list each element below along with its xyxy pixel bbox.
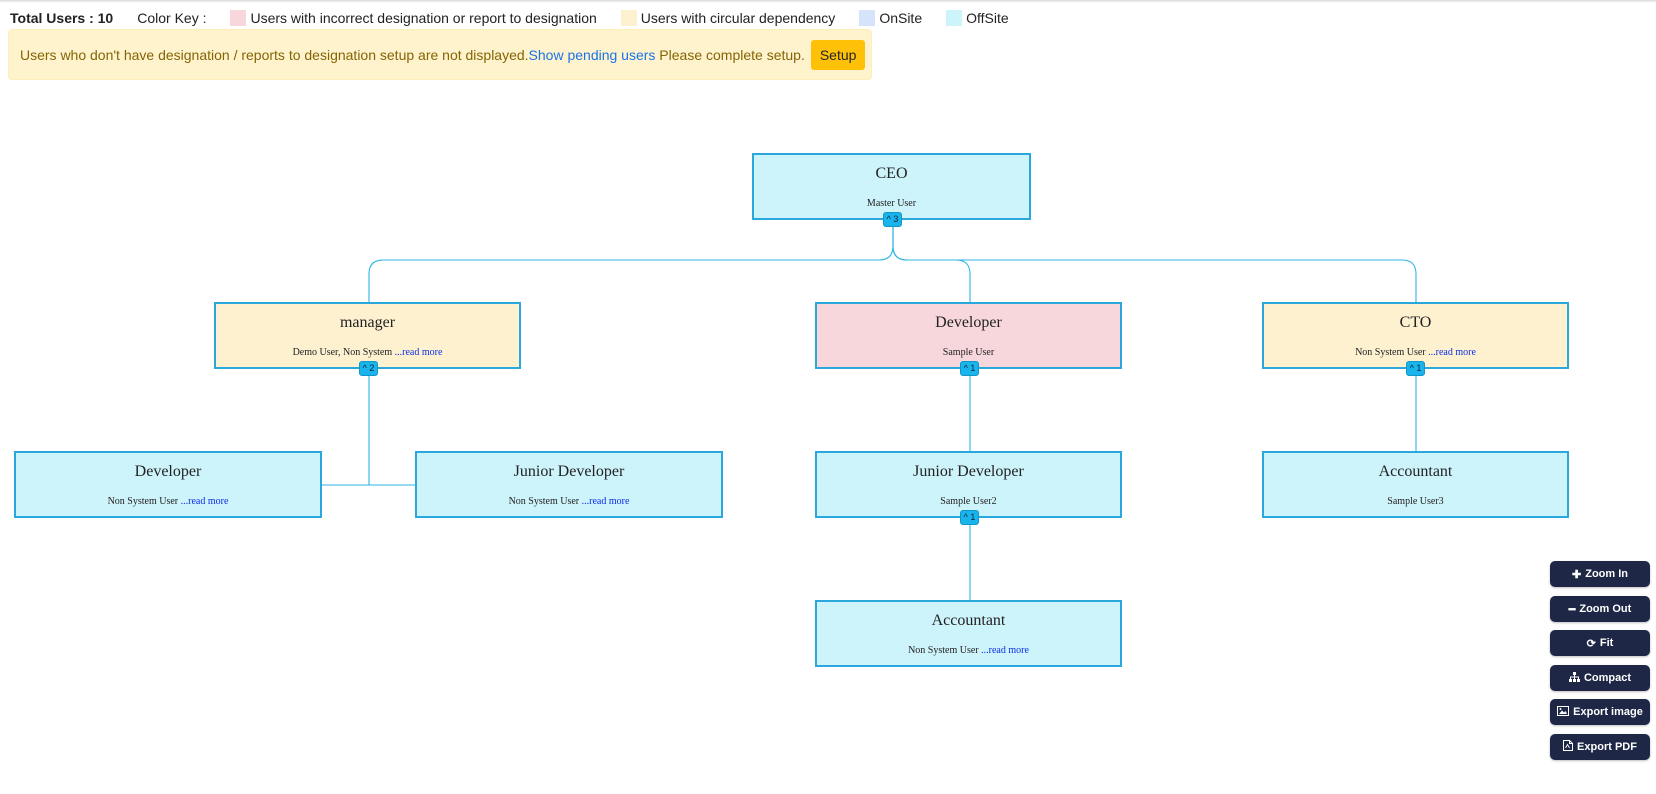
export-pdf-button[interactable]: Export PDF	[1550, 734, 1650, 760]
legend-label-offsite: OffSite	[966, 10, 1009, 26]
legend-swatch-circular	[620, 10, 637, 26]
node-users: Non System User	[508, 496, 582, 507]
image-svg	[1557, 705, 1570, 716]
plus-icon: ✚	[1572, 568, 1582, 581]
pdf-svg	[1563, 740, 1574, 751]
sitemap-svg	[1568, 671, 1580, 682]
link-ceo-developer	[892, 226, 971, 302]
read-more-link[interactable]: ...read more	[1428, 347, 1476, 358]
legend-circular: Users with circular dependency	[620, 10, 836, 26]
top-shadow	[0, 0, 1656, 3]
read-more-link[interactable]: ...read more	[981, 645, 1029, 656]
legend-swatch-onsite	[859, 10, 876, 26]
legend-incorrect: Users with incorrect designation or repo…	[230, 10, 597, 26]
setup-button[interactable]: Setup	[810, 39, 866, 70]
show-pending-users-link[interactable]: Show pending users	[528, 46, 656, 63]
legend-bar: Total Users : 10 Color Key : Users with …	[10, 8, 1033, 28]
zoom-in-button[interactable]: ✚Zoom In	[1550, 561, 1650, 587]
read-more-link[interactable]: ...read more	[394, 347, 443, 358]
minus-icon: ━	[1568, 603, 1576, 616]
legend-label-incorrect: Users with incorrect designation or repo…	[250, 10, 597, 26]
expand-badge-ceo[interactable]: ^ 3	[883, 212, 902, 227]
node-developer[interactable]: Developer Sample User	[815, 302, 1122, 369]
node-title: Accountant	[1378, 463, 1453, 480]
node-users: Non System User	[1355, 347, 1429, 358]
node-users: Demo User, Non System	[292, 347, 395, 358]
read-more-link[interactable]: ...read more	[180, 496, 229, 507]
node-manager[interactable]: manager Demo User, Non System ...read mo…	[214, 302, 521, 369]
node-subtitle: Non System User ...read more	[817, 645, 1120, 656]
node-title: Developer	[935, 314, 1002, 331]
zoom-out-label: Zoom Out	[1579, 603, 1632, 615]
zoom-in-label: Zoom In	[1585, 568, 1628, 580]
alert-after-text: Please complete setup.	[655, 46, 805, 63]
legend-onsite: OnSite	[859, 10, 922, 26]
node-subtitle: Demo User, Non System ...read more	[216, 347, 519, 358]
expand-badge-manager[interactable]: ^ 2	[359, 361, 378, 376]
link-ceo-cto	[892, 226, 1417, 302]
total-users: Total Users : 10	[10, 10, 114, 26]
refresh-icon: ⟳	[1586, 637, 1596, 650]
link-ceo-manager	[368, 226, 894, 302]
export-image-button[interactable]: Export image	[1550, 699, 1650, 725]
node-title: CTO	[1399, 314, 1432, 331]
compact-button[interactable]: Compact	[1550, 665, 1650, 691]
legend-swatch-incorrect	[230, 10, 247, 26]
node-title: CEO	[875, 165, 908, 182]
node-subtitle: Sample User3	[1387, 496, 1444, 507]
compact-label: Compact	[1583, 672, 1632, 684]
node-users: Non System User	[908, 645, 982, 656]
read-more-link[interactable]: ...read more	[581, 496, 630, 507]
node-title: Junior Developer	[913, 463, 1024, 480]
pdf-icon	[1563, 740, 1574, 754]
setup-alert: Users who don't have designation / repor…	[8, 29, 872, 80]
legend-swatch-offsite	[946, 10, 963, 26]
node-ceo[interactable]: CEO Master User	[752, 153, 1031, 220]
node-title: Accountant	[931, 612, 1006, 629]
link-manager-developer	[322, 375, 370, 486]
node-accountant-right[interactable]: Accountant Sample User3	[1262, 451, 1569, 518]
node-subtitle: Non System User ...read more	[1264, 347, 1567, 358]
node-junior-developer-mid[interactable]: Junior Developer Sample User2	[815, 451, 1122, 518]
zoom-out-button[interactable]: ━Zoom Out	[1550, 596, 1650, 622]
legend-label-onsite: OnSite	[879, 10, 923, 26]
node-title: Junior Developer	[513, 463, 625, 480]
export-pdf-label: Export PDF	[1577, 741, 1637, 753]
node-title: manager	[339, 314, 396, 331]
fit-label: Fit	[1599, 637, 1614, 649]
alert-message: Users who don't have designation / repor…	[20, 46, 529, 63]
node-cto[interactable]: CTO Non System User ...read more	[1262, 302, 1569, 369]
node-subtitle: Sample User	[942, 347, 995, 358]
node-developer-left[interactable]: Developer Non System User ...read more	[14, 451, 322, 518]
export-image-label: Export image	[1573, 706, 1643, 718]
node-title: Developer	[134, 463, 202, 480]
fit-button[interactable]: ⟳Fit	[1550, 630, 1650, 656]
node-subtitle: Master User	[866, 198, 917, 209]
legend-offsite: OffSite	[946, 10, 1009, 26]
node-users: Non System User	[107, 496, 181, 507]
node-accountant-bottom[interactable]: Accountant Non System User ...read more	[815, 600, 1122, 667]
node-subtitle: Non System User ...read more	[417, 496, 721, 507]
expand-badge-cto[interactable]: ^ 1	[1406, 361, 1425, 376]
node-subtitle: Non System User ...read more	[16, 496, 320, 507]
color-key-label: Color Key :	[137, 10, 207, 26]
expand-badge-developer[interactable]: ^ 1	[960, 361, 979, 376]
expand-badge-junior-developer[interactable]: ^ 1	[960, 510, 979, 525]
legend-label-circular: Users with circular dependency	[640, 10, 836, 26]
node-subtitle: Sample User2	[940, 496, 997, 507]
sitemap-icon	[1568, 671, 1580, 685]
node-junior-developer-left[interactable]: Junior Developer Non System User ...read…	[415, 451, 723, 518]
image-icon	[1557, 705, 1570, 719]
